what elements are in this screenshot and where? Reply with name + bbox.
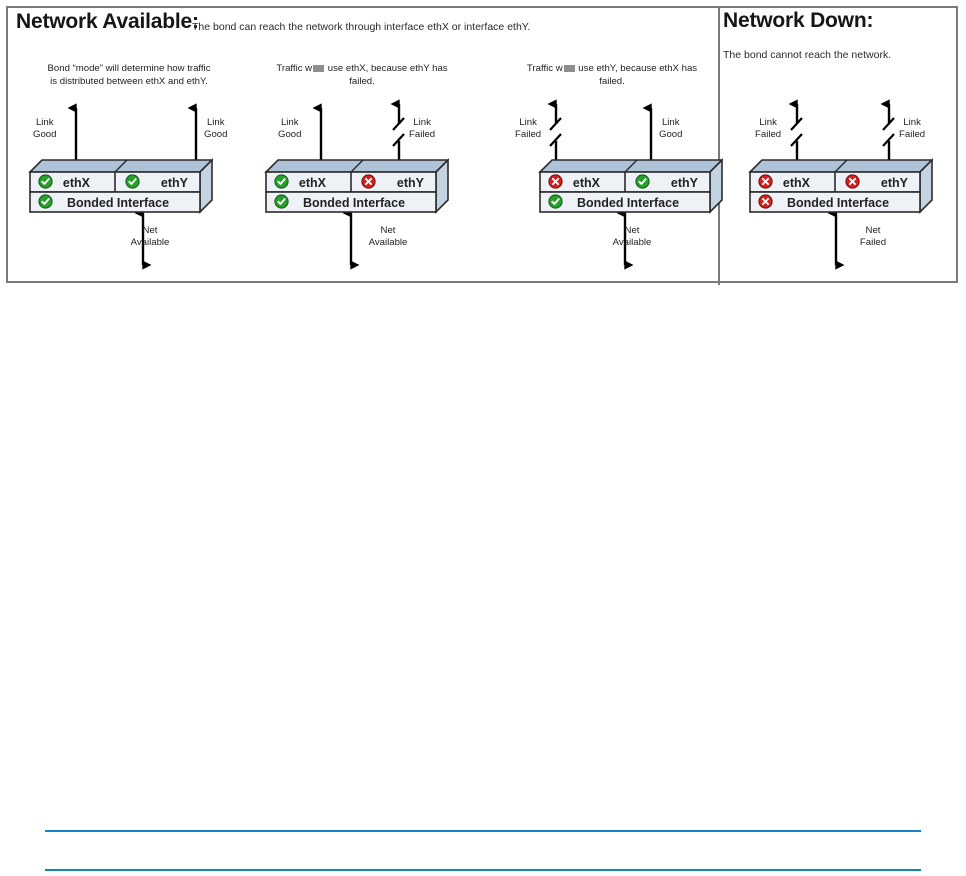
panel-1-bonded-status-good-icon	[38, 194, 53, 209]
svg-text:ethX: ethX	[63, 176, 91, 190]
svg-text:ethX: ethX	[573, 176, 601, 190]
panel-1-left-link-label-line-1: Link	[35, 117, 54, 128]
panel-2-right-link-label-line-2: Failed	[409, 129, 436, 140]
panel-3-caption: Traffic w use ethY, because ethX has fai…	[512, 62, 712, 88]
panel-1-net-label-line-2: Available	[130, 237, 170, 248]
panel-2-net-label-line-2: Available	[368, 237, 408, 248]
panel-4-net-label-line-1: Net	[865, 225, 881, 236]
panel-3-right-link-label: Link Good	[659, 117, 682, 141]
panel-2-left-link-label-line-2: Good	[278, 129, 302, 140]
section-subtitle-network-down: The bond cannot reach the network.	[723, 49, 892, 61]
panel-3-caption-line-1: Traffic w use ethY, because ethX has	[512, 62, 712, 75]
panel-2-bonded-status-good-icon	[274, 194, 289, 209]
svg-text:Bonded Interface: Bonded Interface	[303, 196, 405, 210]
panel-1-left-link-label: Link Good	[33, 117, 56, 141]
panel-1-right-link-label: Link Good	[204, 117, 227, 141]
panel-2-net-label: Net Available	[358, 225, 418, 249]
svg-text:ethY: ethY	[161, 176, 189, 190]
svg-text:Bonded Interface: Bonded Interface	[67, 196, 169, 210]
panel-1-ethy-status-good-icon	[125, 174, 140, 189]
panel-4-ethx-status-failed-icon	[758, 174, 773, 189]
panel-1-caption: Bond “mode” will determine how traffic i…	[18, 62, 240, 88]
panel-3-bonded-status-good-icon	[548, 194, 563, 209]
panel-4-right-link-label-line-1: Link	[903, 117, 921, 128]
panel-1-net-label: Net Available	[120, 225, 180, 249]
panel-3-caption-prefix: Traffic w	[526, 63, 563, 74]
panel-4-left-link-label: Link Failed	[755, 117, 781, 141]
panel-1-right-link-label-line-2: Good	[204, 129, 228, 140]
panel-3-caption-line-2: failed.	[599, 76, 625, 87]
panel-4-ethy-status-failed-icon	[845, 174, 860, 189]
panel-4-net-label-line-2: Failed	[859, 237, 887, 248]
panel-3-bond-box: ethX ethY Bonded Interface	[538, 158, 723, 214]
panel-3-ethx-status-failed-icon	[548, 174, 563, 189]
panel-1-caption-line-1: Bond “mode” will determine how traffic	[47, 63, 211, 74]
panel-3-right-link-label-line-2: Good	[659, 129, 683, 140]
svg-text:ethY: ethY	[397, 176, 425, 190]
panel-3-net-label: Net Available	[602, 225, 662, 249]
svg-text:ethX: ethX	[299, 176, 327, 190]
svg-text:ethX: ethX	[783, 176, 811, 190]
panel-1-ethx-status-good-icon	[38, 174, 53, 189]
section-divider	[718, 8, 720, 285]
panel-1-caption-line-2: is distributed between ethX and ethY.	[50, 76, 208, 87]
panel-1-left-link-label-line-2: Good	[33, 129, 57, 140]
panel-3-net-label-line-2: Available	[612, 237, 652, 248]
panel-2-right-link-label-line-1: Link	[413, 117, 431, 128]
panel-2-left-link-label: Link Good	[278, 117, 301, 141]
panel-2-caption: Traffic w use ethX, because ethY has fai…	[262, 62, 462, 88]
panel-3-right-link-label-line-1: Link	[661, 117, 680, 128]
panel-2-bond-box: ethX ethY Bonded Interface	[264, 158, 449, 214]
panel-2-net-label-line-1: Net	[380, 225, 396, 236]
panel-2-left-link-label-line-1: Link	[280, 117, 299, 128]
panel-4-left-link-label-line-2: Failed	[755, 129, 782, 140]
panel-3-left-link-label-line-2: Failed	[515, 129, 542, 140]
redacted-glyph-icon	[563, 65, 575, 72]
panel-4-left-link-label-line-1: Link	[759, 117, 777, 128]
svg-text:ethY: ethY	[671, 176, 699, 190]
panel-2-caption-prefix: Traffic w	[276, 63, 313, 74]
panel-1-net-label-line-1: Net	[142, 225, 158, 236]
panel-4-net-label: Net Failed	[843, 225, 903, 249]
panel-1-right-link-label-line-1: Link	[206, 117, 225, 128]
svg-text:ethY: ethY	[881, 176, 909, 190]
panel-2-right-link-label: Link Failed	[409, 117, 435, 141]
panel-3-left-link-label: Link Failed	[515, 117, 541, 141]
panel-3-left-link-label-line-1: Link	[519, 117, 537, 128]
footer-rule-top	[45, 830, 921, 832]
panel-2-caption-suffix: use ethX, because ethY has	[325, 63, 448, 74]
redacted-glyph-icon	[313, 65, 325, 72]
panel-2-caption-line-2: failed.	[349, 76, 375, 87]
svg-text:Bonded Interface: Bonded Interface	[577, 196, 679, 210]
panel-3-ethy-status-good-icon	[635, 174, 650, 189]
section-subtitle-network-available: The bond can reach the network through i…	[192, 21, 531, 33]
svg-text:Bonded Interface: Bonded Interface	[787, 196, 889, 210]
panel-2-caption-line-1: Traffic w use ethX, because ethY has	[262, 62, 462, 75]
panel-3-caption-suffix: use ethY, because ethX has	[575, 63, 698, 74]
panel-4-right-link-label: Link Failed	[899, 117, 925, 141]
panel-4-bonded-status-failed-icon	[758, 194, 773, 209]
panel-1-bond-box: ethX ethY Bonded Interface	[28, 158, 213, 214]
section-heading-network-down: Network Down:	[723, 9, 874, 32]
panel-3-net-label-line-1: Net	[624, 225, 640, 236]
panel-2-ethx-status-good-icon	[274, 174, 289, 189]
panel-2-ethy-status-failed-icon	[361, 174, 376, 189]
footer-rule-bottom	[45, 869, 921, 871]
section-heading-network-available: Network Available:	[16, 10, 199, 33]
panel-4-right-link-label-line-2: Failed	[899, 129, 926, 140]
panel-4-bond-box: ethX ethY Bonded Interface	[748, 158, 933, 214]
